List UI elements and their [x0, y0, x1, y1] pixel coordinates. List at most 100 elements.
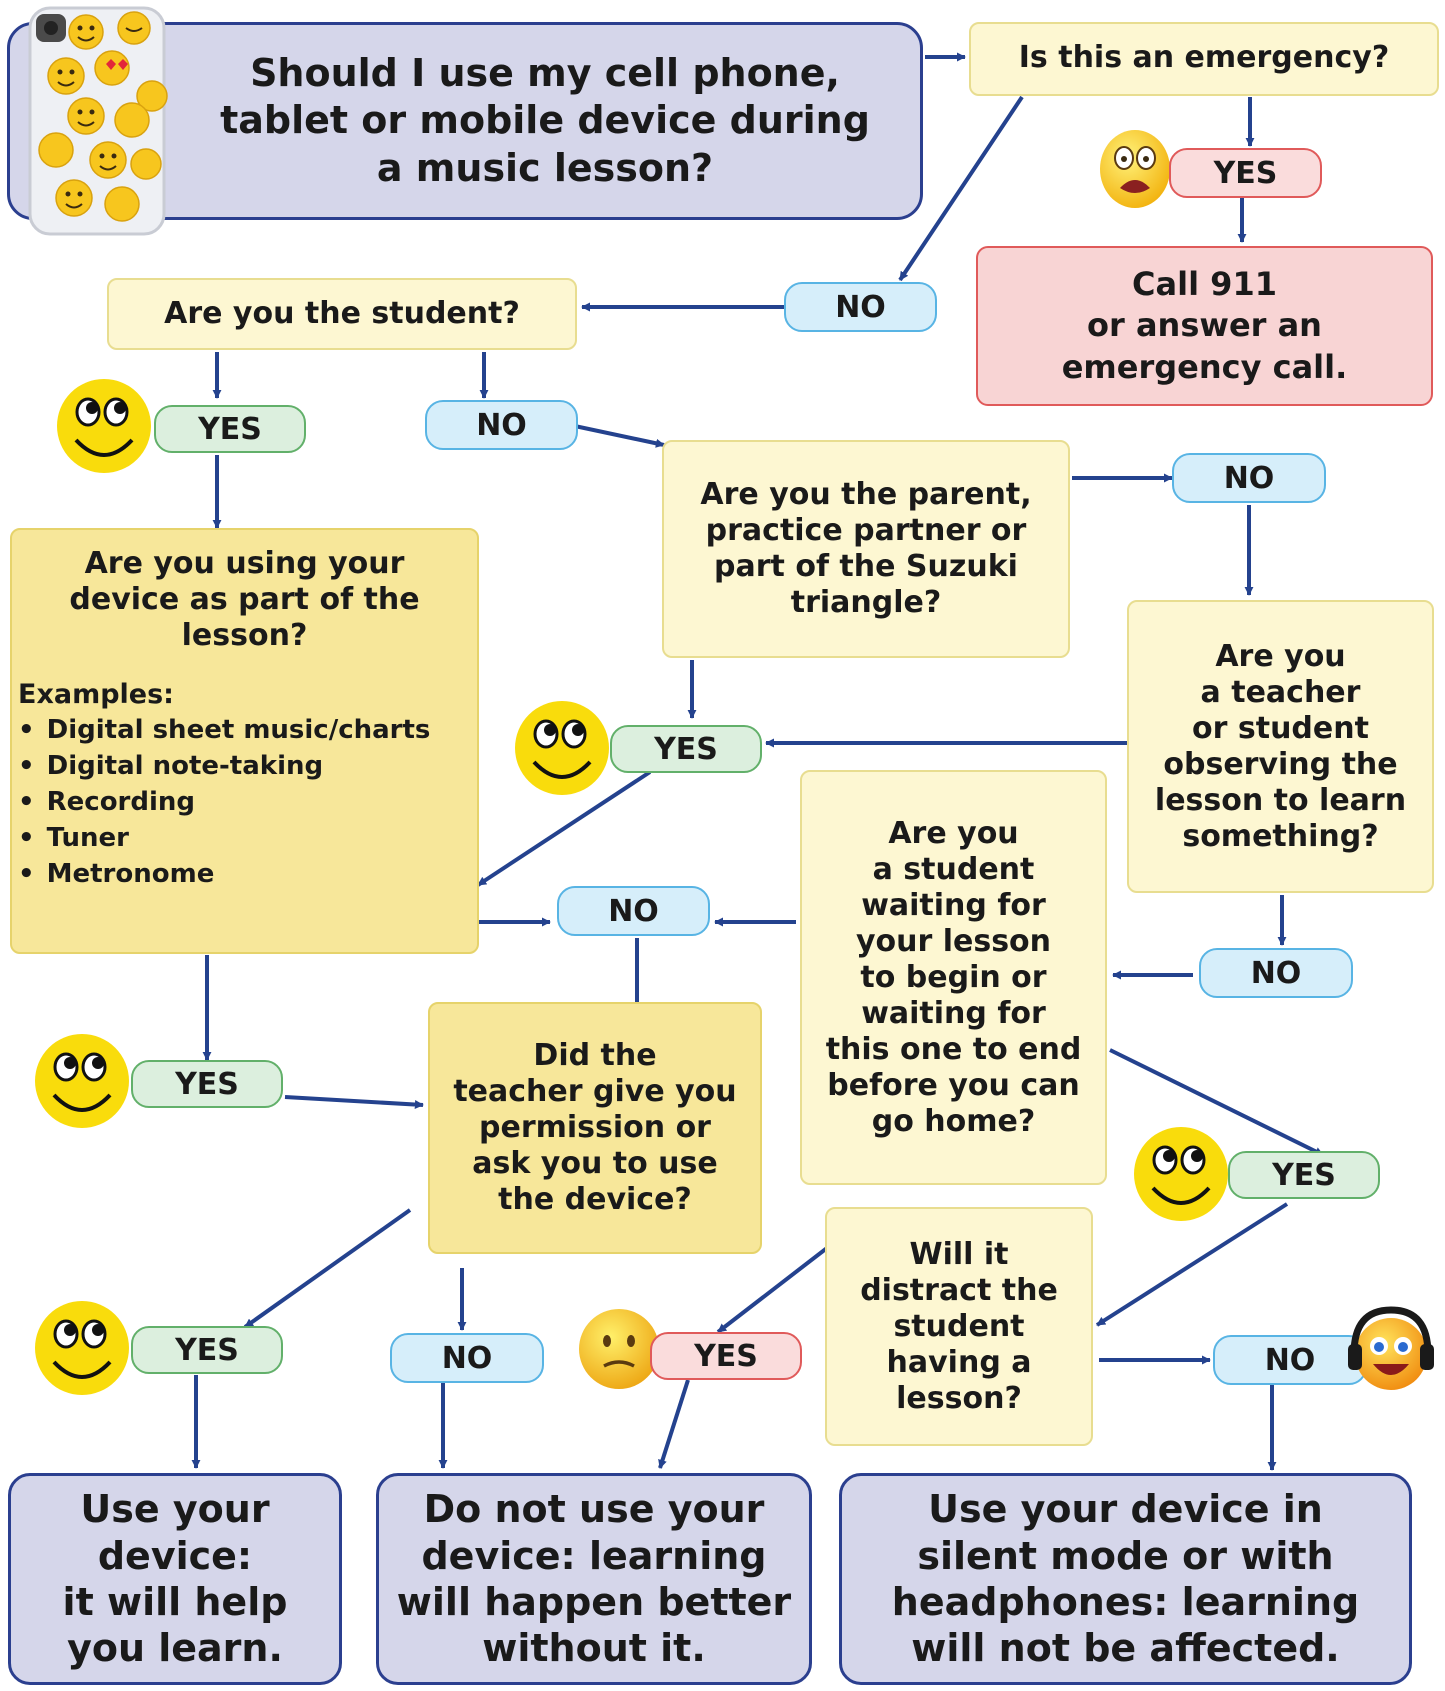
emergency-yes-pill: YES: [1169, 148, 1322, 198]
smiley-face-icon: [35, 1301, 129, 1395]
observer-question-line: observing the: [1163, 746, 1398, 782]
waiting-question-line: waiting for: [861, 887, 1046, 923]
outcome-line: without it.: [482, 1626, 706, 1671]
observer-question: Are you a teacher or student observing t…: [1127, 600, 1434, 893]
parent-question-line: Are you the parent,: [700, 477, 1032, 512]
outcome-line: silent mode or with: [917, 1533, 1334, 1578]
permission-question-line: teacher give you: [453, 1074, 737, 1109]
parent-question-line: part of the Suzuki: [714, 549, 1018, 584]
outcome-line: Use your: [80, 1487, 270, 1532]
call-911-line: Call 911: [1132, 264, 1277, 303]
arrow-no-to-parent: [569, 423, 665, 448]
student-no-pill: NO: [425, 400, 578, 450]
parent-question-line: triangle?: [790, 585, 942, 620]
distract-no-pill: NO: [1213, 1335, 1367, 1385]
outcome-silent-mode: Use your device in silent mode or with h…: [839, 1473, 1412, 1685]
shocked-face-icon: [1100, 130, 1170, 208]
arrow-permission-to-yes: [243, 1208, 412, 1329]
example-item: Metronome: [18, 857, 483, 893]
smiley-face-icon: [515, 701, 609, 795]
call-911-line: or answer an: [1087, 306, 1322, 345]
student-question-text: Are you the student?: [164, 296, 520, 331]
outcome-line: Do not use your: [423, 1487, 765, 1532]
lesson-use-yes-label: YES: [175, 1066, 239, 1102]
observer-question-line: a teacher: [1200, 674, 1361, 710]
permission-question-line: ask you to use: [472, 1146, 718, 1181]
emergency-no-pill: NO: [784, 282, 937, 332]
parent-question: Are you the parent, practice partner or …: [662, 440, 1070, 658]
distract-yes-pill: YES: [650, 1332, 802, 1380]
permission-no-pill: NO: [390, 1333, 544, 1383]
permission-no-label: NO: [441, 1340, 493, 1376]
distract-question-line: Will it: [909, 1236, 1009, 1272]
smiley-face-icon: [35, 1034, 129, 1128]
distract-question: Will it distract the student having a le…: [825, 1207, 1093, 1446]
smiley-face-icon: [57, 379, 151, 473]
parent-no-label: NO: [1223, 460, 1275, 496]
waiting-yes-pill: YES: [1228, 1151, 1380, 1199]
parent-no-pill: NO: [1172, 453, 1326, 503]
observer-no-label: NO: [1250, 955, 1302, 991]
observer-question-line: something?: [1182, 818, 1379, 854]
title-line: tablet or mobile device during: [220, 98, 870, 143]
mid-no-label: NO: [608, 893, 659, 929]
waiting-question-line: before you can: [827, 1067, 1080, 1103]
outcome-line: device: learning: [421, 1533, 767, 1578]
waiting-question-line: this one to end: [825, 1031, 1082, 1067]
waiting-question-line: a student: [872, 851, 1035, 887]
title-line: a music lesson?: [376, 145, 714, 190]
distract-question-line: student: [893, 1308, 1025, 1344]
outcome-line: device:: [97, 1533, 253, 1578]
emergency-question-text: Is this an emergency?: [1018, 40, 1390, 75]
arrow-yes-to-distract: [1095, 1202, 1289, 1327]
lesson-use-question-line: Are you using your: [84, 546, 405, 581]
observer-question-line: Are you: [1215, 638, 1346, 674]
outcome-line: headphones: learning: [891, 1580, 1360, 1624]
call-911-box: Call 911 or answer an emergency call.: [976, 246, 1433, 406]
outcome-use-device: Use your device: it will help you learn.: [8, 1473, 342, 1685]
permission-yes-pill: YES: [131, 1326, 283, 1374]
parent-question-line: practice partner or: [705, 513, 1027, 548]
example-item: Digital note-taking: [18, 749, 483, 785]
arrow-yes-to-permission: [284, 1095, 424, 1110]
call-911-line: emergency call.: [1061, 347, 1348, 386]
arrow-distract-to-yes: [716, 1246, 829, 1334]
arrow-waiting-to-yes: [1109, 1048, 1324, 1157]
examples-list: Examples: Digital sheet music/charts Dig…: [6, 676, 483, 893]
arrow-emergency-to-no: [898, 95, 1024, 282]
arrow-yes-to-dont-use: [658, 1379, 690, 1469]
parent-yes-pill: YES: [610, 725, 762, 773]
student-yes-pill: YES: [154, 405, 306, 453]
lesson-use-question-line: device as part of the: [69, 582, 420, 617]
waiting-yes-label: YES: [1272, 1157, 1336, 1193]
outcome-line: you learn.: [67, 1626, 283, 1671]
permission-question: Did the teacher give you permission or a…: [428, 1002, 762, 1254]
waiting-question-line: to begin or: [860, 959, 1047, 995]
observer-question-line: lesson to learn: [1154, 782, 1407, 818]
observer-no-pill: NO: [1199, 948, 1353, 998]
lesson-use-question: Are you using your device as part of the…: [10, 528, 479, 954]
parent-yes-label: YES: [654, 731, 718, 767]
smiley-face-icon: [1134, 1127, 1228, 1221]
example-item: Tuner: [18, 821, 483, 857]
lesson-use-question-line: lesson?: [181, 618, 308, 653]
outcome-line: Use your device in: [928, 1487, 1323, 1532]
waiting-question-line: waiting for: [861, 995, 1046, 1031]
phone-case-emoji-icon: [28, 6, 168, 236]
example-item: Recording: [18, 785, 483, 821]
title-line: Should I use my cell phone,: [250, 50, 840, 95]
distract-question-line: distract the: [860, 1272, 1058, 1308]
distract-question-line: lesson?: [896, 1380, 1022, 1416]
emergency-question: Is this an emergency?: [969, 22, 1439, 96]
outcome-line: will not be affected.: [911, 1626, 1340, 1671]
examples-label: Examples:: [18, 679, 174, 710]
arrow-yes-to-lesson-use-2: [476, 770, 652, 887]
waiting-question-line: go home?: [871, 1103, 1036, 1139]
frown-face-icon: [579, 1309, 659, 1389]
emergency-no-label: NO: [835, 289, 886, 325]
observer-question-line: or student: [1192, 710, 1369, 746]
waiting-question: Are you a student waiting for your lesso…: [800, 770, 1107, 1185]
permission-question-line: Did the: [533, 1038, 657, 1073]
outcome-line: it will help: [62, 1580, 288, 1624]
